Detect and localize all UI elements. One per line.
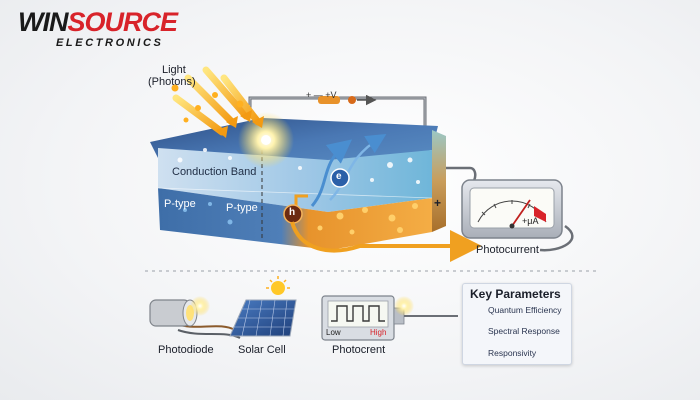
photodiode-label: Photodiode bbox=[158, 344, 214, 356]
conduction-band-label: Conduction Band bbox=[172, 166, 257, 178]
brand-logo: WINSOURCE bbox=[18, 7, 178, 38]
block-side-face bbox=[432, 130, 446, 232]
scope-low-label: Low bbox=[326, 328, 341, 337]
hole-particles bbox=[317, 203, 418, 235]
electron-path-arrow-2 bbox=[329, 134, 387, 201]
photon-dots bbox=[171, 84, 244, 123]
light-ray-arrowheads bbox=[216, 110, 264, 138]
battery-icon bbox=[318, 94, 377, 106]
brand-subtitle: ELECTRONICS bbox=[56, 37, 164, 49]
electron-label: e bbox=[336, 171, 342, 182]
plus-terminal-label: + bbox=[434, 196, 442, 210]
square-wave bbox=[331, 305, 385, 322]
key-parameters-panel bbox=[462, 283, 572, 365]
solar-cell-illustration bbox=[229, 276, 297, 337]
photocurrent-label: Photocurrent bbox=[476, 244, 539, 256]
solar-cell-label: Solar Cell bbox=[238, 344, 286, 356]
light-label-line1: Light bbox=[162, 64, 186, 76]
meter-needle bbox=[511, 199, 531, 227]
p-type-left-label: P-type bbox=[164, 198, 196, 210]
meter-reading-label: +μA bbox=[522, 216, 539, 226]
kp-item-spectral-response: Spectral Response bbox=[488, 326, 560, 336]
meter-wire-bottom bbox=[539, 224, 574, 252]
brand-name-part1: WIN bbox=[18, 7, 68, 37]
hole-label: h bbox=[289, 207, 296, 218]
light-label-line2: (Photons) bbox=[148, 76, 196, 88]
photoconductor-scope bbox=[321, 295, 458, 341]
scope-high-label: High bbox=[370, 328, 387, 337]
p-blue-particles bbox=[183, 202, 233, 225]
photocurrent-arrow bbox=[290, 221, 482, 262]
photocrent-label: Photocrent bbox=[332, 344, 386, 356]
electron-path-arrow bbox=[310, 139, 353, 207]
light-rays bbox=[172, 66, 262, 136]
p-type-right-label: P-type bbox=[226, 202, 258, 214]
key-parameters-title: Key Parameters bbox=[470, 287, 561, 301]
band-particles bbox=[177, 148, 420, 184]
photodiode-illustration bbox=[149, 296, 241, 339]
ammeter-icon bbox=[461, 179, 563, 239]
sun-icon bbox=[271, 281, 285, 295]
brand-name-part2: SOURCE bbox=[67, 7, 178, 37]
electron-icon bbox=[330, 168, 350, 188]
kp-item-quantum-efficiency: Quantum Efficiency bbox=[488, 305, 562, 315]
conduction-band-layer bbox=[158, 148, 432, 212]
battery-label: + — +V bbox=[306, 90, 337, 100]
kp-item-responsivity: Responsivity bbox=[488, 348, 537, 358]
